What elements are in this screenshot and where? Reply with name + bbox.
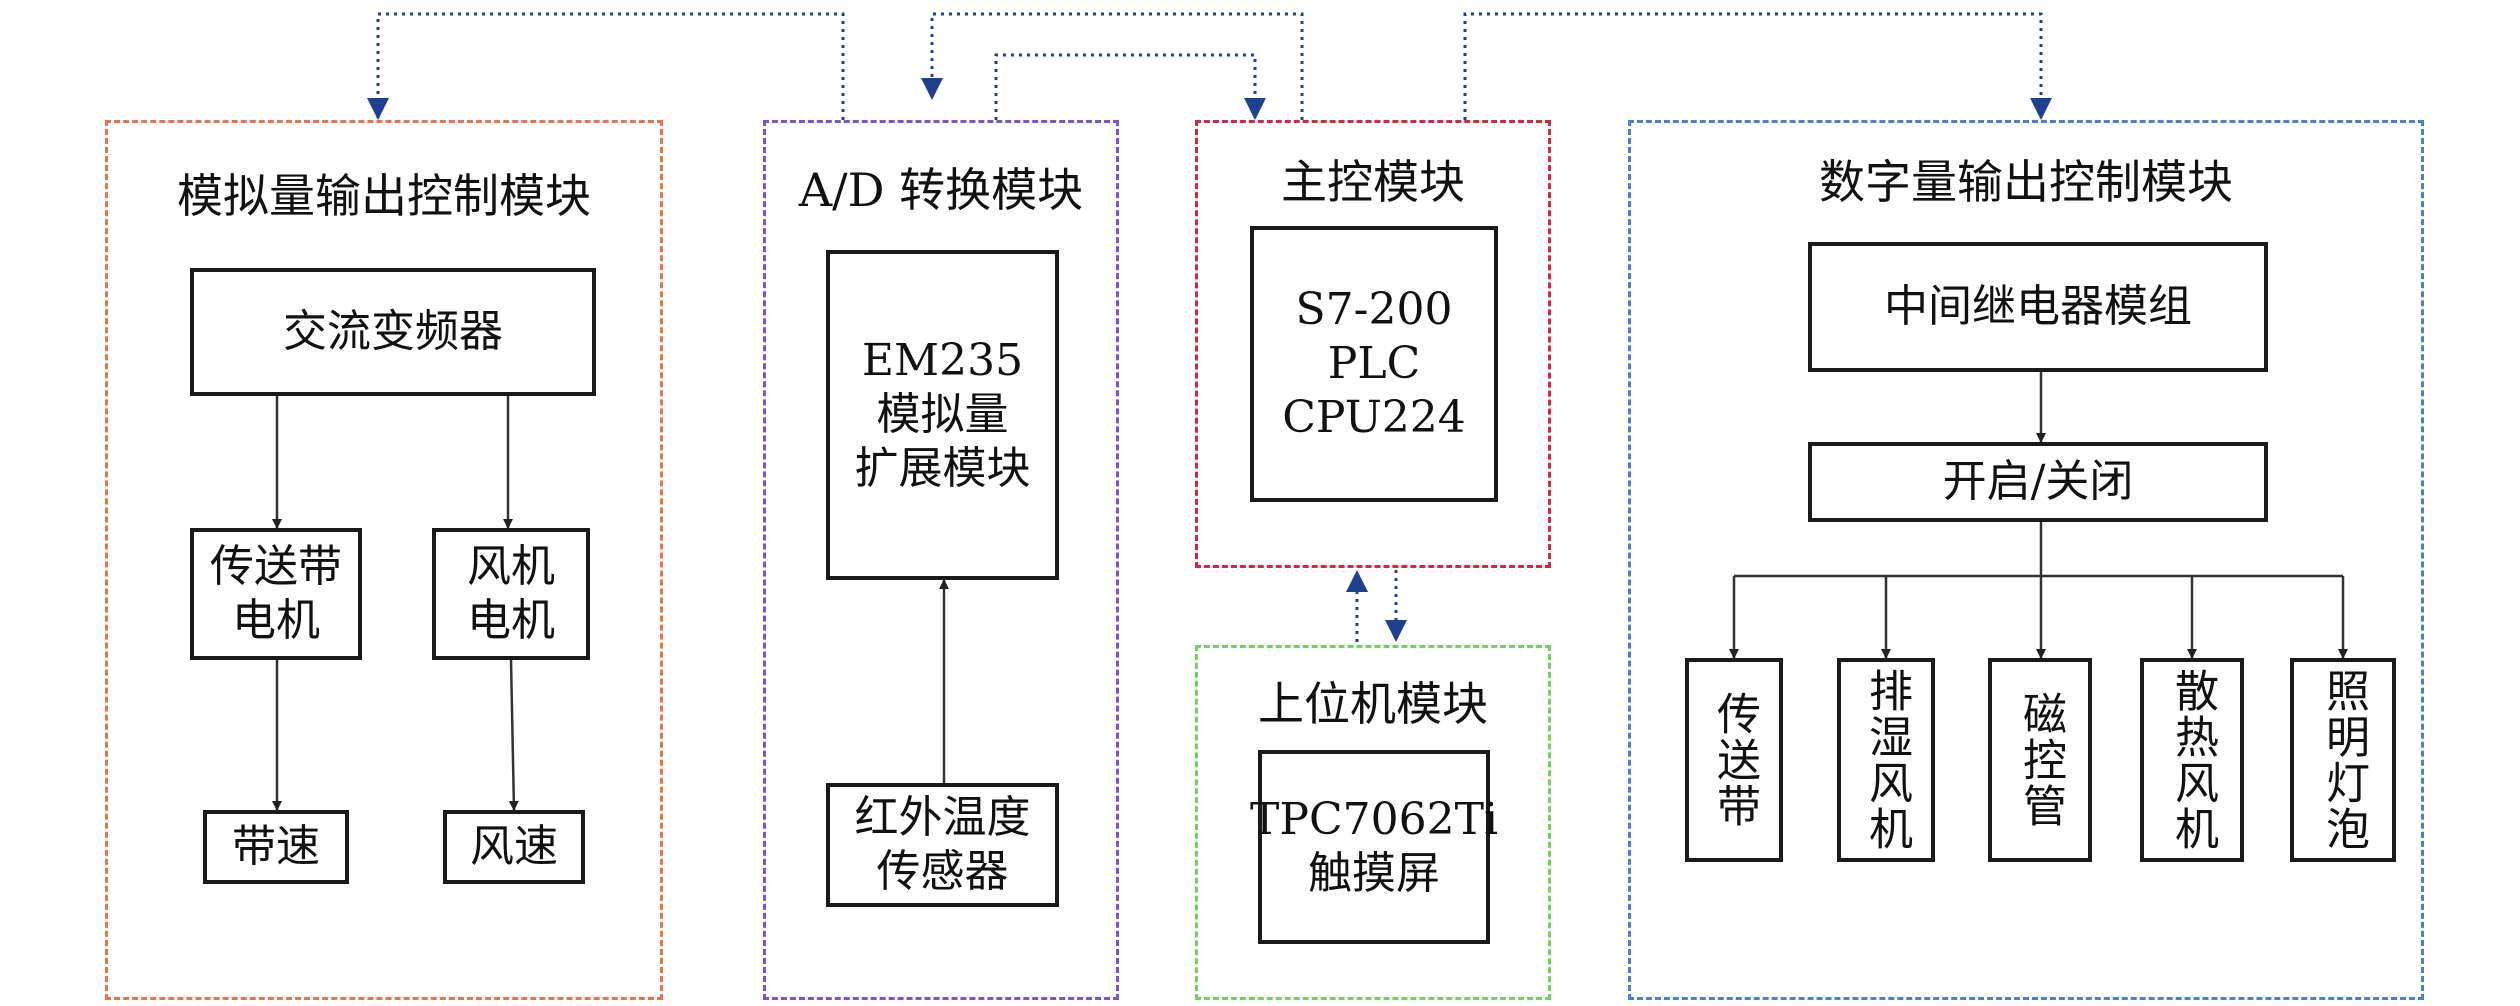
wind-speed-box: 风速 xyxy=(443,810,585,884)
ir-temperature-sensor-box: 红外温度 传感器 xyxy=(826,783,1059,907)
relay-module-box: 中间继电器模组 xyxy=(1808,242,2268,372)
fan-motor-box: 风机 电机 xyxy=(432,528,590,660)
digital-output-module xyxy=(1628,120,2424,1000)
main-module-title: 主控模块 xyxy=(1281,155,1465,209)
ad-module-title: A/D 转换模块 xyxy=(798,163,1084,217)
host-computer-module xyxy=(1195,645,1551,1000)
solid-arrows xyxy=(272,372,2348,811)
output-magnetron-box: 磁控管 xyxy=(1988,658,2092,862)
output-conveyor-box: 传送带 xyxy=(1685,658,1783,862)
ad-to-main-dotted-arrow xyxy=(994,53,1266,120)
main-control-module xyxy=(1195,120,1551,568)
em235-box: EM235 模拟量 扩展模块 xyxy=(826,250,1059,580)
main-to-digital-dotted-arrow xyxy=(1463,12,2052,120)
analog-module-title: 模拟量输出控制模块 xyxy=(177,169,591,223)
on-off-box: 开启/关闭 xyxy=(1808,442,2268,522)
host-module-title: 上位机模块 xyxy=(1258,677,1488,731)
fan-motor-to-wind-speed-arrow xyxy=(508,659,519,811)
main-to-ad-dotted-arrow xyxy=(921,12,1304,120)
ad-to-analog-dotted-arrow xyxy=(367,12,845,120)
conveyor-motor-box: 传送带 电机 xyxy=(190,528,362,660)
ad-conversion-module xyxy=(763,120,1119,1000)
output-cooling-fan-box: 散热风机 xyxy=(2140,658,2244,862)
digital-module-title: 数字量输出控制模块 xyxy=(1819,155,2233,209)
plc-box: S7-200 PLC CPU224 xyxy=(1250,226,1498,502)
analog-output-module xyxy=(105,120,663,1000)
inverter-box: 交流变频器 xyxy=(190,268,596,396)
touchscreen-box: TPC7062Ti 触摸屏 xyxy=(1250,750,1498,944)
output-lamp-box: 照明灯泡 xyxy=(2290,658,2396,862)
dotted-arrows xyxy=(367,12,2052,642)
output-dehumid-fan-box: 排湿风机 xyxy=(1837,658,1935,862)
belt-speed-box: 带速 xyxy=(203,810,349,884)
